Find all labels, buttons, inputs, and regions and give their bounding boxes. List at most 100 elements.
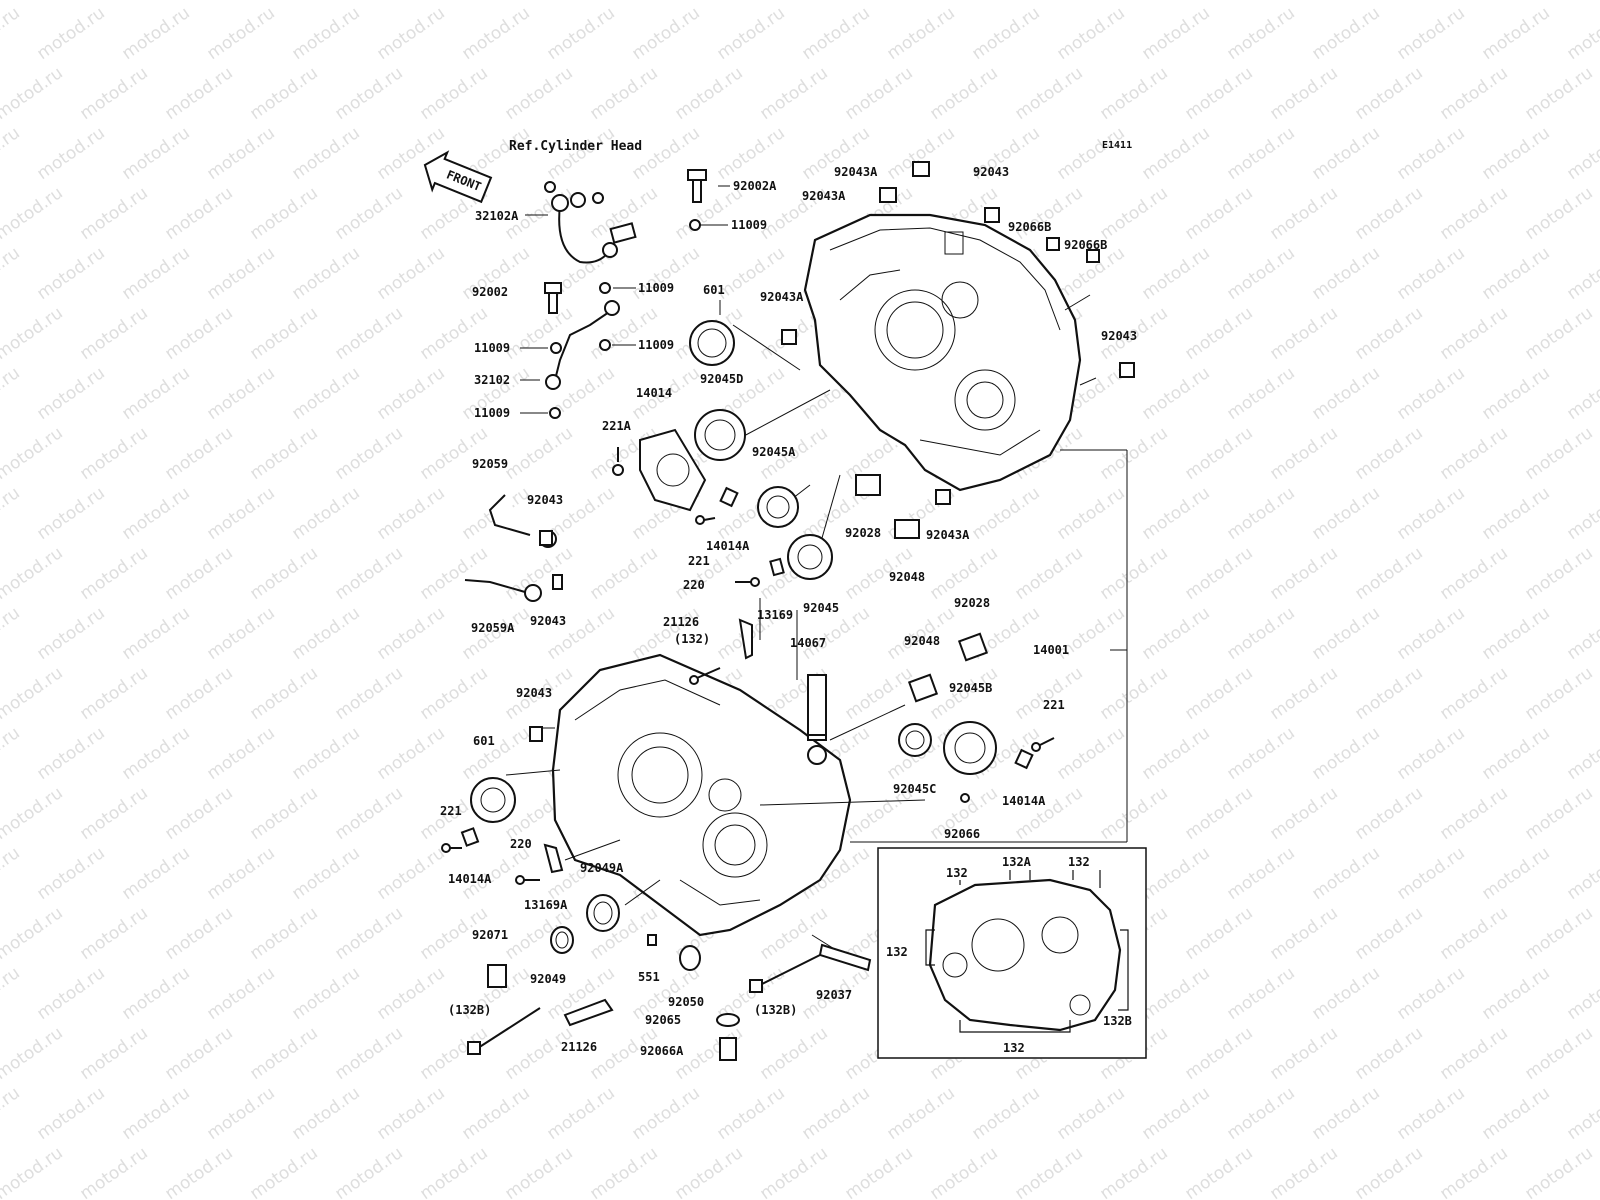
watermark-text: motod.ru	[76, 63, 151, 124]
watermark-text: motod.ru	[0, 603, 24, 664]
watermark-text: motod.ru	[203, 843, 278, 904]
screw-221-right	[1031, 737, 1055, 752]
watermark-text: motod.ru	[33, 483, 108, 544]
watermark-text: motod.ru	[543, 603, 618, 664]
watermark-text: motod.ru	[1223, 843, 1298, 904]
dowel-92043a-b	[879, 187, 897, 203]
watermark-text: motod.ru	[1181, 543, 1256, 604]
watermark-text: motod.ru	[458, 723, 533, 784]
watermark-text: motod.ru	[373, 603, 448, 664]
part-label: 92002	[472, 285, 508, 299]
part-label: 601	[703, 283, 725, 297]
watermark-text: motod.ru	[76, 1023, 151, 1084]
watermark-text: motod.ru	[1266, 543, 1341, 604]
watermark-text: motod.ru	[1563, 963, 1600, 1024]
watermark-text: motod.ru	[1351, 1023, 1426, 1084]
watermark-text: motod.ru	[33, 603, 108, 664]
watermark-text: motod.ru	[501, 0, 576, 4]
watermark-text: motod.ru	[1563, 363, 1600, 424]
watermark-text: motod.ru	[118, 963, 193, 1024]
part-label: 11009	[474, 341, 510, 355]
watermark-text: motod.ru	[161, 543, 236, 604]
part-label: 92066B	[1008, 220, 1051, 234]
watermark-text: motod.ru	[543, 3, 618, 64]
watermark-text: motod.ru	[331, 183, 406, 244]
watermark-text: motod.ru	[246, 303, 321, 364]
watermark-text: motod.ru	[76, 903, 151, 964]
watermark-text: motod.ru	[1436, 543, 1511, 604]
part-label: 92043	[1101, 329, 1137, 343]
watermark-text: motod.ru	[1521, 0, 1596, 4]
figure-code: E1411	[1102, 140, 1132, 151]
hose-92059a	[464, 574, 563, 602]
part-label: 92048	[904, 634, 940, 648]
watermark-text: motod.ru	[1138, 123, 1213, 184]
watermark-text: motod.ru	[1308, 603, 1383, 664]
watermark-text: motod.ru	[1053, 123, 1128, 184]
watermark-text: motod.ru	[1478, 363, 1553, 424]
watermark-text: motod.ru	[1096, 183, 1171, 244]
bolt-132b-left	[467, 1007, 541, 1055]
dowel-92043-c	[539, 530, 553, 546]
bearing-601-lower	[470, 777, 516, 823]
watermark-text: motod.ru	[1138, 3, 1213, 64]
watermark-text: motod.ru	[1011, 1143, 1086, 1200]
watermark-text: motod.ru	[841, 63, 916, 124]
watermark-text: motod.ru	[0, 963, 24, 1024]
watermark-text: motod.ru	[331, 423, 406, 484]
part-label: 11009	[638, 338, 674, 352]
watermark-text: motod.ru	[1478, 723, 1553, 784]
watermark-text: motod.ru	[501, 63, 576, 124]
part-label: 92043A	[802, 189, 846, 203]
screw-221	[695, 515, 716, 525]
watermark-text: motod.ru	[1308, 843, 1383, 904]
part-label: 92043	[530, 614, 566, 628]
bolt-92002	[544, 282, 562, 314]
watermark-text: motod.ru	[1308, 1083, 1383, 1144]
front-arrow-icon: FRONT	[423, 150, 493, 204]
watermark-text: motod.ru	[246, 1023, 321, 1084]
watermark-text: motod.ru	[1266, 783, 1341, 844]
watermark-text: motod.ru	[288, 363, 363, 424]
part-label: 92059A	[471, 621, 515, 635]
watermark-text: motod.ru	[1521, 783, 1596, 844]
watermark-text: motod.ru	[1308, 3, 1383, 64]
watermark-text: motod.ru	[458, 3, 533, 64]
watermark-text: motod.ru	[373, 843, 448, 904]
watermark-text: motod.ru	[1011, 63, 1086, 124]
upper-crankcase-half	[803, 213, 1082, 492]
watermark-text: motod.ru	[76, 1143, 151, 1200]
bearing-601-upper	[689, 320, 735, 366]
watermark-text: motod.ru	[1181, 303, 1256, 364]
bracket-13169	[769, 557, 785, 577]
inset-label: 132B	[1103, 1014, 1132, 1028]
watermark-text: motod.ru	[33, 843, 108, 904]
washer-92065	[716, 1013, 740, 1027]
part-label: 92066B	[1064, 238, 1107, 252]
watermark-text: motod.ru	[1563, 603, 1600, 664]
part-label: 92065	[645, 1013, 681, 1027]
oring-92066b-b	[1086, 249, 1100, 263]
part-label: (132B)	[448, 1003, 491, 1017]
part-label: 92043A	[834, 165, 878, 179]
watermark-text: motod.ru	[416, 543, 491, 604]
bearing-92045	[787, 534, 833, 580]
watermark-text: motod.ru	[1563, 123, 1600, 184]
watermark-text: motod.ru	[1478, 123, 1553, 184]
watermark-text: motod.ru	[1393, 243, 1468, 304]
part-label: 221	[440, 804, 462, 818]
watermark-text: motod.ru	[118, 603, 193, 664]
part-label: 92049A	[580, 861, 624, 875]
watermark-text: motod.ru	[1393, 603, 1468, 664]
watermark-text: motod.ru	[1436, 783, 1511, 844]
watermark-text: motod.ru	[926, 0, 1001, 4]
watermark-text: motod.ru	[331, 543, 406, 604]
dowel-92043-d	[529, 726, 543, 742]
watermark-text: motod.ru	[798, 3, 873, 64]
part-label: 13169A	[524, 898, 568, 912]
watermark-text: motod.ru	[288, 843, 363, 904]
watermark-text: motod.ru	[0, 363, 24, 424]
part-label: 92045B	[949, 681, 992, 695]
watermark-text: motod.ru	[1181, 1023, 1256, 1084]
watermark-text: motod.ru	[0, 63, 67, 124]
